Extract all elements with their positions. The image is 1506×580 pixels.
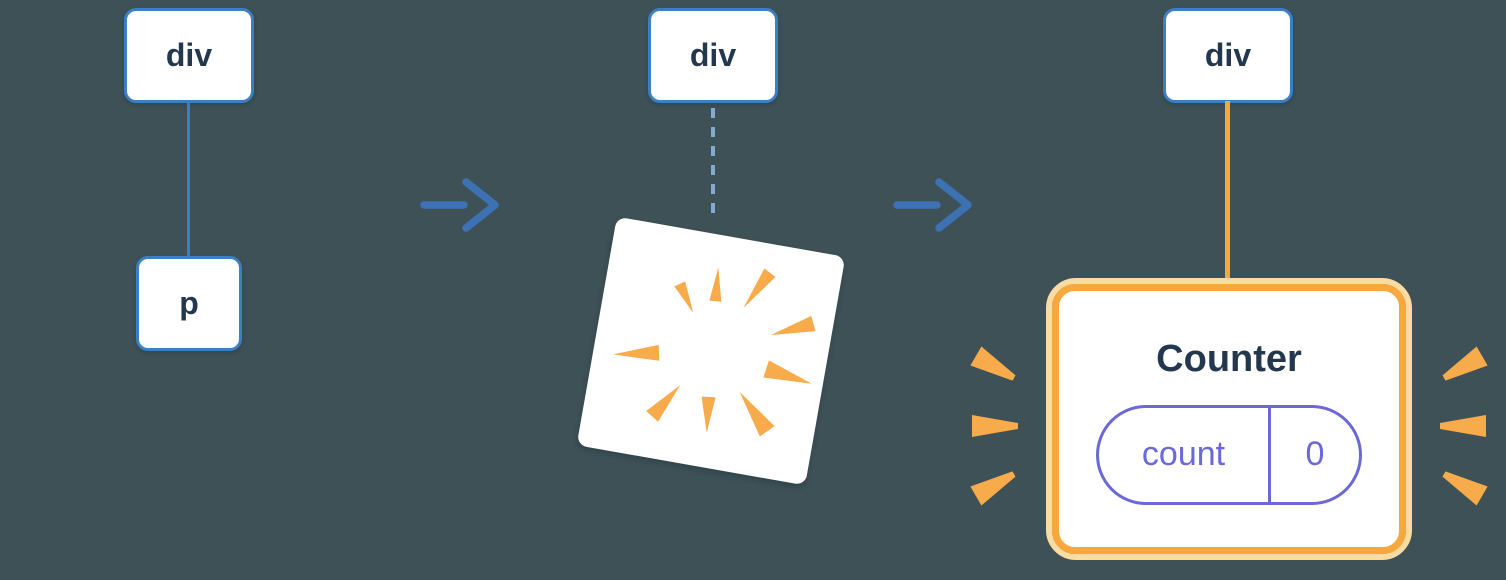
state-key: count [1099,407,1271,502]
state-pill: count 0 [1096,404,1362,505]
dom-node-label: div [689,37,737,73]
state-value: 0 [1305,435,1325,474]
poof-explosion-icon [613,267,816,437]
removed-component-card [576,216,846,486]
tree-connector-line [187,101,190,258]
poof-card [576,216,846,486]
sparkle-rays-icon [1440,346,1488,506]
detached-connector-dashed-line [711,108,715,220]
sparkle-rays-icon [970,346,1018,506]
component-title: Counter [1156,338,1302,380]
dom-node-label: div [165,37,213,73]
dom-node-div-during: div [648,8,778,103]
mounted-connector-line [1225,101,1230,281]
dom-node-p: p [136,256,242,351]
dom-node-div-after: div [1163,8,1293,103]
counter-component-card: Counter count 0 [1046,278,1412,560]
arrow-right-icon [420,178,499,232]
dom-node-label: p [179,285,199,321]
counter-component-card-inner: Counter count 0 [1052,284,1406,554]
arrow-right-icon [893,178,972,232]
dom-node-div-before: div [124,8,254,103]
dom-node-label: div [1204,37,1252,73]
